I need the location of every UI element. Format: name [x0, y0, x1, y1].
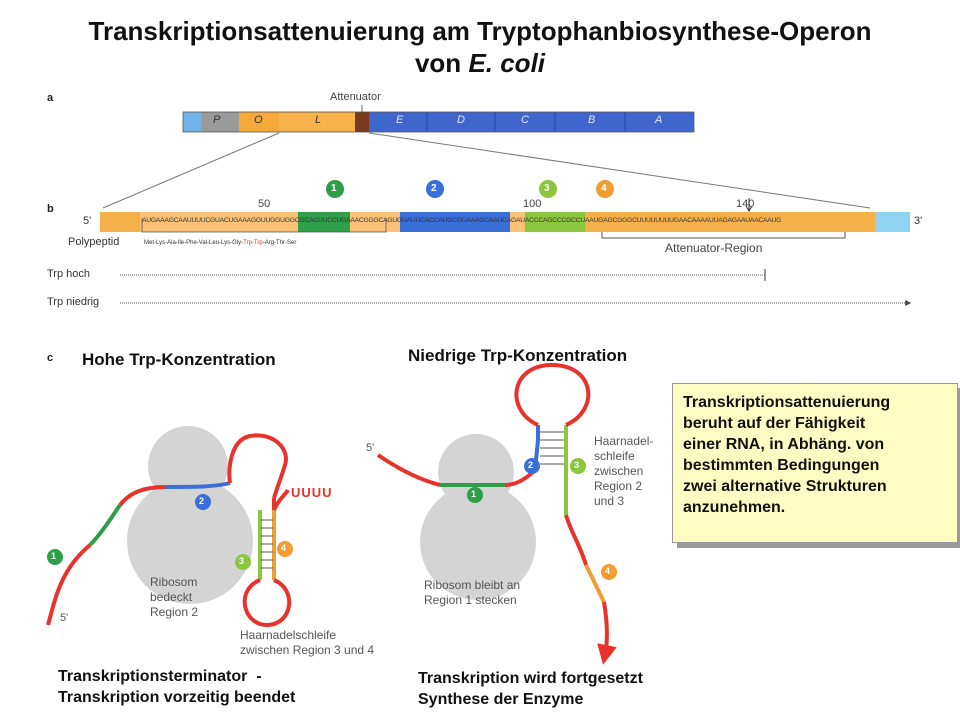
caption-line: Region 2 [594, 479, 643, 493]
page-subtitle: von E. coli [0, 48, 960, 78]
left-ribosome-caption: Ribosom bedeckt Region 2 [150, 575, 198, 620]
segment-l: L [315, 114, 322, 126]
left-structure [46, 426, 293, 628]
attenuator-label: Attenuator [330, 91, 381, 103]
caption-line: zwischen [594, 464, 644, 478]
caption-line: Region 2 [150, 605, 199, 619]
region-3-badge [539, 180, 557, 198]
region-1-number: 1 [331, 183, 337, 194]
right-number-3: 3 [574, 460, 580, 470]
right-ribosome-caption: Ribosom bleibt an Region 1 stecken [424, 578, 520, 608]
caption-line: Haarnadelschleife [240, 628, 337, 642]
attenuator-block [355, 112, 369, 132]
left-number-3: 3 [239, 556, 245, 566]
right-number-2: 2 [528, 460, 534, 470]
low-trp-heading: Niedrige Trp-Konzentration [408, 346, 628, 365]
region-4-badge [596, 180, 614, 198]
region-2-number: 2 [431, 183, 437, 194]
left-number-2: 2 [199, 496, 205, 506]
note-line: zwei alternative Strukturen [683, 478, 887, 495]
conclusion-line: Synthese der Enzyme [418, 691, 584, 708]
region-2-badge [426, 180, 444, 198]
page-title: Transkriptionsattenuierung am Tryptophan… [88, 16, 872, 46]
note-line: einer RNA, in Abhäng. von [683, 436, 885, 453]
left-number-4: 4 [281, 543, 287, 553]
caption-line: zwischen Region 3 und 4 [240, 643, 375, 657]
right-conclusion: Transkription wird fortgesetzt Synthese … [418, 668, 643, 710]
left-five-prime: 5' [60, 612, 69, 624]
right-hairpin-caption: Haarnadel- schleife zwischen Region 2 un… [594, 434, 653, 509]
polypeptide-sequence: Met-Lys-Ala-Ile-Phe-Val-Leu-Lys-Gly-Trp-… [144, 240, 296, 246]
rna-sequence: AUGAAAGCAAUUUUCGUACUGAAAGGUUGGUGGCGCACUU… [142, 217, 782, 224]
conclusion-line: Transkriptionsterminator - [58, 668, 262, 685]
tick-50: 50 [258, 198, 271, 210]
three-prime-label: 3' [914, 215, 923, 227]
left-conclusion: Transkriptionsterminator - Transkription… [58, 666, 295, 708]
segment-e: E [396, 114, 404, 126]
attenuator-region-label: Attenuator-Region [665, 241, 763, 255]
segment-b: B [588, 114, 596, 126]
high-trp-heading: Hohe Trp-Konzentration [82, 350, 276, 369]
sequence-bar [100, 212, 910, 232]
left-hairpin-caption: Haarnadelschleife zwischen Region 3 und … [240, 628, 374, 658]
polypeptide-part-a: Met-Lys-Ala-Ile-Phe-Val-Leu-Lys-Gly- [144, 240, 244, 246]
polypeptide-trp: Trp-Trp [243, 240, 263, 246]
right-five-prime: 5' [366, 442, 375, 454]
trp-high-label: Trp hoch [47, 268, 91, 280]
segment-o: O [254, 114, 263, 126]
conclusion-line: Transkription vorzeitig beendet [58, 689, 296, 706]
segment-d: D [457, 114, 465, 126]
right-structure [376, 362, 617, 665]
trp-low-label: Trp niedrig [47, 296, 100, 308]
right-number-1: 1 [471, 489, 477, 499]
panel-a-label: a [47, 92, 54, 104]
polypeptide-part-b: -Arg-Thr-Ser [262, 240, 297, 246]
caption-line: Region 1 stecken [424, 593, 517, 607]
region-3-number: 3 [544, 183, 550, 194]
tick-140: 140 [736, 198, 755, 210]
panel-c-label: c [47, 352, 54, 364]
tick-100: 100 [523, 198, 542, 210]
segment-p: P [213, 114, 221, 126]
operon-bar [182, 111, 695, 133]
polypeptide-label: Polypeptid [68, 236, 120, 248]
subtitle-prefix: von [414, 48, 462, 78]
segment-a: A [655, 114, 663, 126]
five-prime-label: 5' [83, 215, 92, 227]
uuuu-label: UUUU [291, 485, 333, 500]
caption-line: Ribosom [150, 575, 198, 589]
left-number-1: 1 [51, 551, 57, 561]
summary-note: Transkriptionsattenuierung beruht auf de… [672, 383, 958, 543]
note-line: beruht auf der Fähigkeit [683, 415, 866, 432]
caption-line: und 3 [594, 494, 625, 508]
caption-line: Ribosom bleibt an [424, 578, 521, 592]
caption-line: schleife [594, 449, 635, 463]
segment-c: C [521, 114, 529, 126]
right-number-4: 4 [605, 566, 611, 576]
caption-line: Haarnadel- [594, 434, 654, 448]
note-line: bestimmten Bedingungen [683, 457, 880, 474]
panel-b-label: b [47, 203, 54, 215]
subtitle-organism: E. coli [468, 48, 546, 78]
note-line: Transkriptionsattenuierung [683, 394, 891, 411]
note-line: anzunehmen. [683, 499, 786, 516]
region-4-number: 4 [601, 183, 607, 194]
conclusion-line: Transkription wird fortgesetzt [418, 670, 643, 687]
caption-line: bedeckt [150, 590, 193, 604]
region-1-badge [326, 180, 344, 198]
